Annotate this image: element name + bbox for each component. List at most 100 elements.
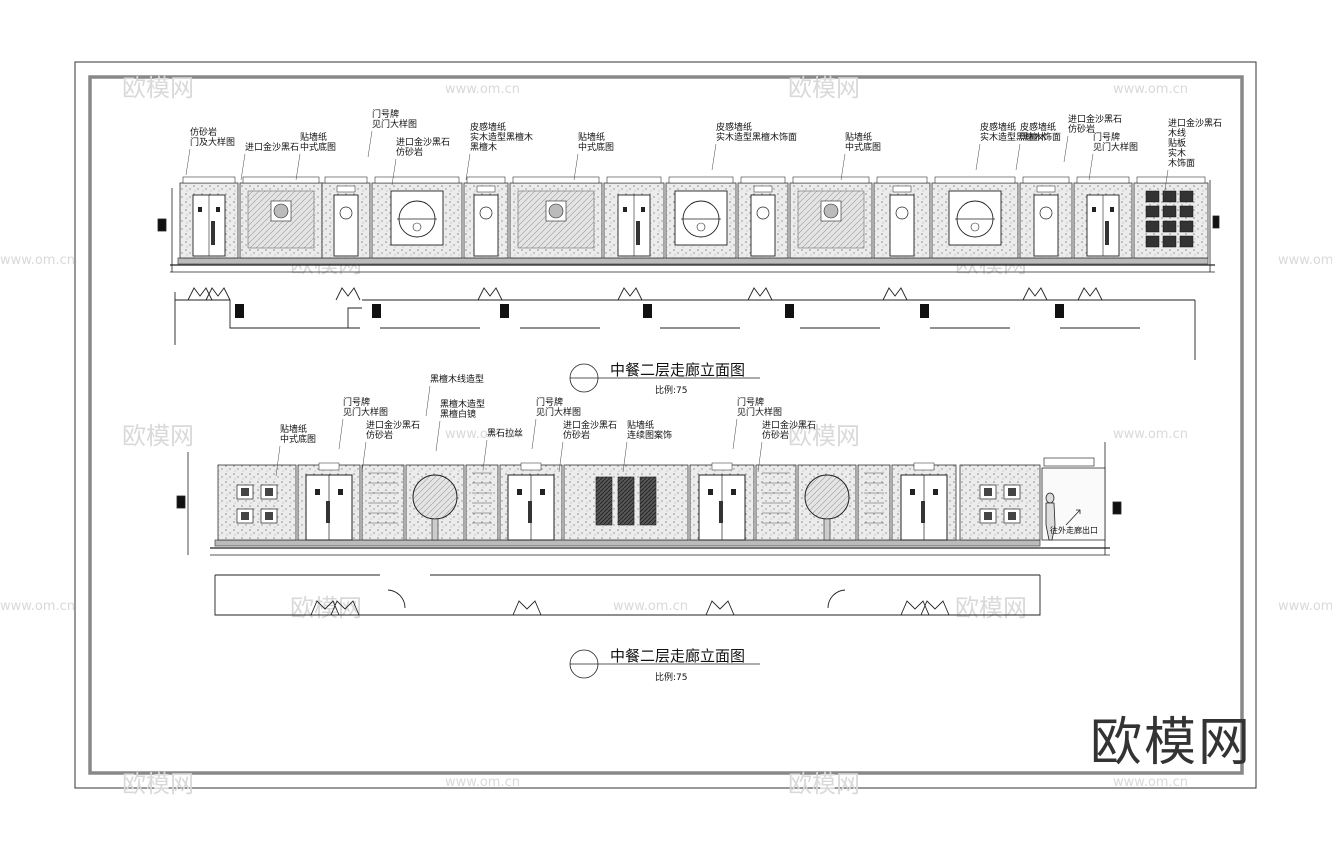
watermark-url: www.om.cn bbox=[445, 427, 520, 442]
cornice bbox=[668, 176, 734, 184]
callout-text: 实木造型黑檀木饰面 bbox=[716, 131, 797, 143]
door-panel-dark bbox=[326, 501, 330, 523]
leader-line bbox=[622, 441, 628, 473]
callout-text: 仿砂岩 bbox=[762, 429, 789, 441]
plan-arch bbox=[617, 287, 643, 301]
drawing-1-title: 中餐二层走廊立面图 bbox=[610, 361, 745, 379]
callout-text: 门及大样图 bbox=[190, 136, 235, 148]
watermark-url: www.om.cn bbox=[1113, 427, 1188, 442]
round-mirror bbox=[804, 474, 850, 520]
callout-text: 贴墙纸 bbox=[300, 131, 327, 143]
watermark-url: www.om.cn bbox=[1278, 599, 1332, 614]
leader-line bbox=[757, 441, 763, 473]
callout-text: 中式底图 bbox=[280, 433, 316, 445]
callout-text: 进口金沙黑石 bbox=[563, 419, 617, 431]
feature-knob bbox=[412, 222, 422, 232]
stone-panel bbox=[595, 476, 613, 526]
wall-bay bbox=[857, 464, 891, 541]
door-medallion bbox=[1039, 206, 1053, 220]
callout-text: 贴墙纸 bbox=[627, 419, 654, 431]
elevation-2-panels bbox=[217, 457, 1095, 541]
callout-text: 木线 bbox=[1168, 127, 1186, 139]
callout-text: 皮感墙纸 bbox=[980, 121, 1016, 133]
watermark-url: www.om.cn bbox=[1113, 82, 1188, 97]
callout-text: 仿砂岩 bbox=[1068, 123, 1095, 135]
elevation-1-panels bbox=[179, 176, 1209, 259]
bay-outline bbox=[217, 464, 297, 541]
watermark-text: 欧模网 bbox=[788, 770, 860, 798]
medallion bbox=[823, 203, 839, 219]
medallion bbox=[273, 203, 289, 219]
watermark-url: www.om.cn bbox=[445, 775, 520, 790]
leader-line bbox=[1163, 169, 1169, 197]
picture-inner bbox=[265, 488, 273, 496]
round-stand bbox=[823, 518, 831, 541]
callout-text: 贴墙纸 bbox=[845, 131, 872, 143]
plan-arch bbox=[335, 287, 361, 301]
watermark-text: 欧模网 bbox=[788, 74, 860, 102]
callout-text: 见门大样图 bbox=[1093, 141, 1138, 153]
plan-column bbox=[920, 304, 929, 318]
leader-line bbox=[338, 418, 344, 450]
grid-tile bbox=[1179, 205, 1194, 218]
door bbox=[1033, 194, 1059, 257]
grid-tile bbox=[1145, 220, 1160, 233]
door-plate bbox=[1036, 185, 1056, 193]
callout-text: 门号牌 bbox=[536, 396, 563, 408]
callout-text: 黑檀木线造型 bbox=[430, 373, 484, 385]
grid-tile bbox=[1179, 220, 1194, 233]
callout-text: 见门大样图 bbox=[536, 406, 581, 418]
door-plate bbox=[711, 462, 733, 471]
cornice bbox=[1136, 176, 1206, 184]
leader-line bbox=[1015, 143, 1021, 171]
leader-line bbox=[840, 153, 846, 181]
cornice bbox=[934, 176, 1016, 184]
callout-text: 木饰面 bbox=[1168, 157, 1195, 169]
leader-line bbox=[1063, 135, 1069, 163]
leader-line bbox=[391, 158, 397, 186]
door bbox=[473, 194, 499, 257]
leader-line bbox=[425, 385, 431, 417]
door-handle bbox=[731, 489, 736, 495]
door-plate bbox=[520, 462, 542, 471]
grid-tile bbox=[1162, 220, 1177, 233]
picture-inner bbox=[241, 512, 249, 520]
door-plate bbox=[318, 462, 340, 471]
cornice bbox=[1022, 176, 1070, 184]
watermark-url: www.om.cn bbox=[445, 82, 520, 97]
title-block-2: 中餐二层走廊立面图 比例:75 bbox=[569, 647, 760, 683]
door-plate bbox=[913, 462, 935, 471]
door-handle bbox=[708, 489, 713, 495]
callout-text: 见门大样图 bbox=[737, 406, 782, 418]
feature-knob bbox=[970, 222, 980, 232]
door bbox=[750, 194, 776, 257]
door-handle bbox=[216, 207, 220, 212]
callout-text: 皮感墙纸 bbox=[470, 121, 506, 133]
wall-bay bbox=[797, 464, 857, 541]
leader-line bbox=[975, 143, 981, 171]
cornice bbox=[512, 176, 600, 184]
wall-bay bbox=[405, 464, 465, 541]
cornice bbox=[606, 176, 662, 184]
callout-text: 门号牌 bbox=[737, 396, 764, 408]
cornice bbox=[1076, 176, 1130, 184]
exit-canopy bbox=[1043, 457, 1095, 467]
exit-figure: 往外走廊出口 bbox=[1041, 467, 1106, 541]
wall-bay bbox=[371, 176, 463, 259]
callout-text: 中式底图 bbox=[845, 141, 881, 153]
cornice bbox=[876, 176, 928, 184]
elevation-1-plan bbox=[174, 287, 1196, 360]
callout-text: 中式底图 bbox=[300, 141, 336, 153]
leader-line bbox=[573, 153, 579, 181]
wall-bay bbox=[1019, 176, 1073, 259]
door-swing bbox=[827, 589, 846, 609]
drawing-2-scale: 比例:75 bbox=[655, 671, 688, 683]
